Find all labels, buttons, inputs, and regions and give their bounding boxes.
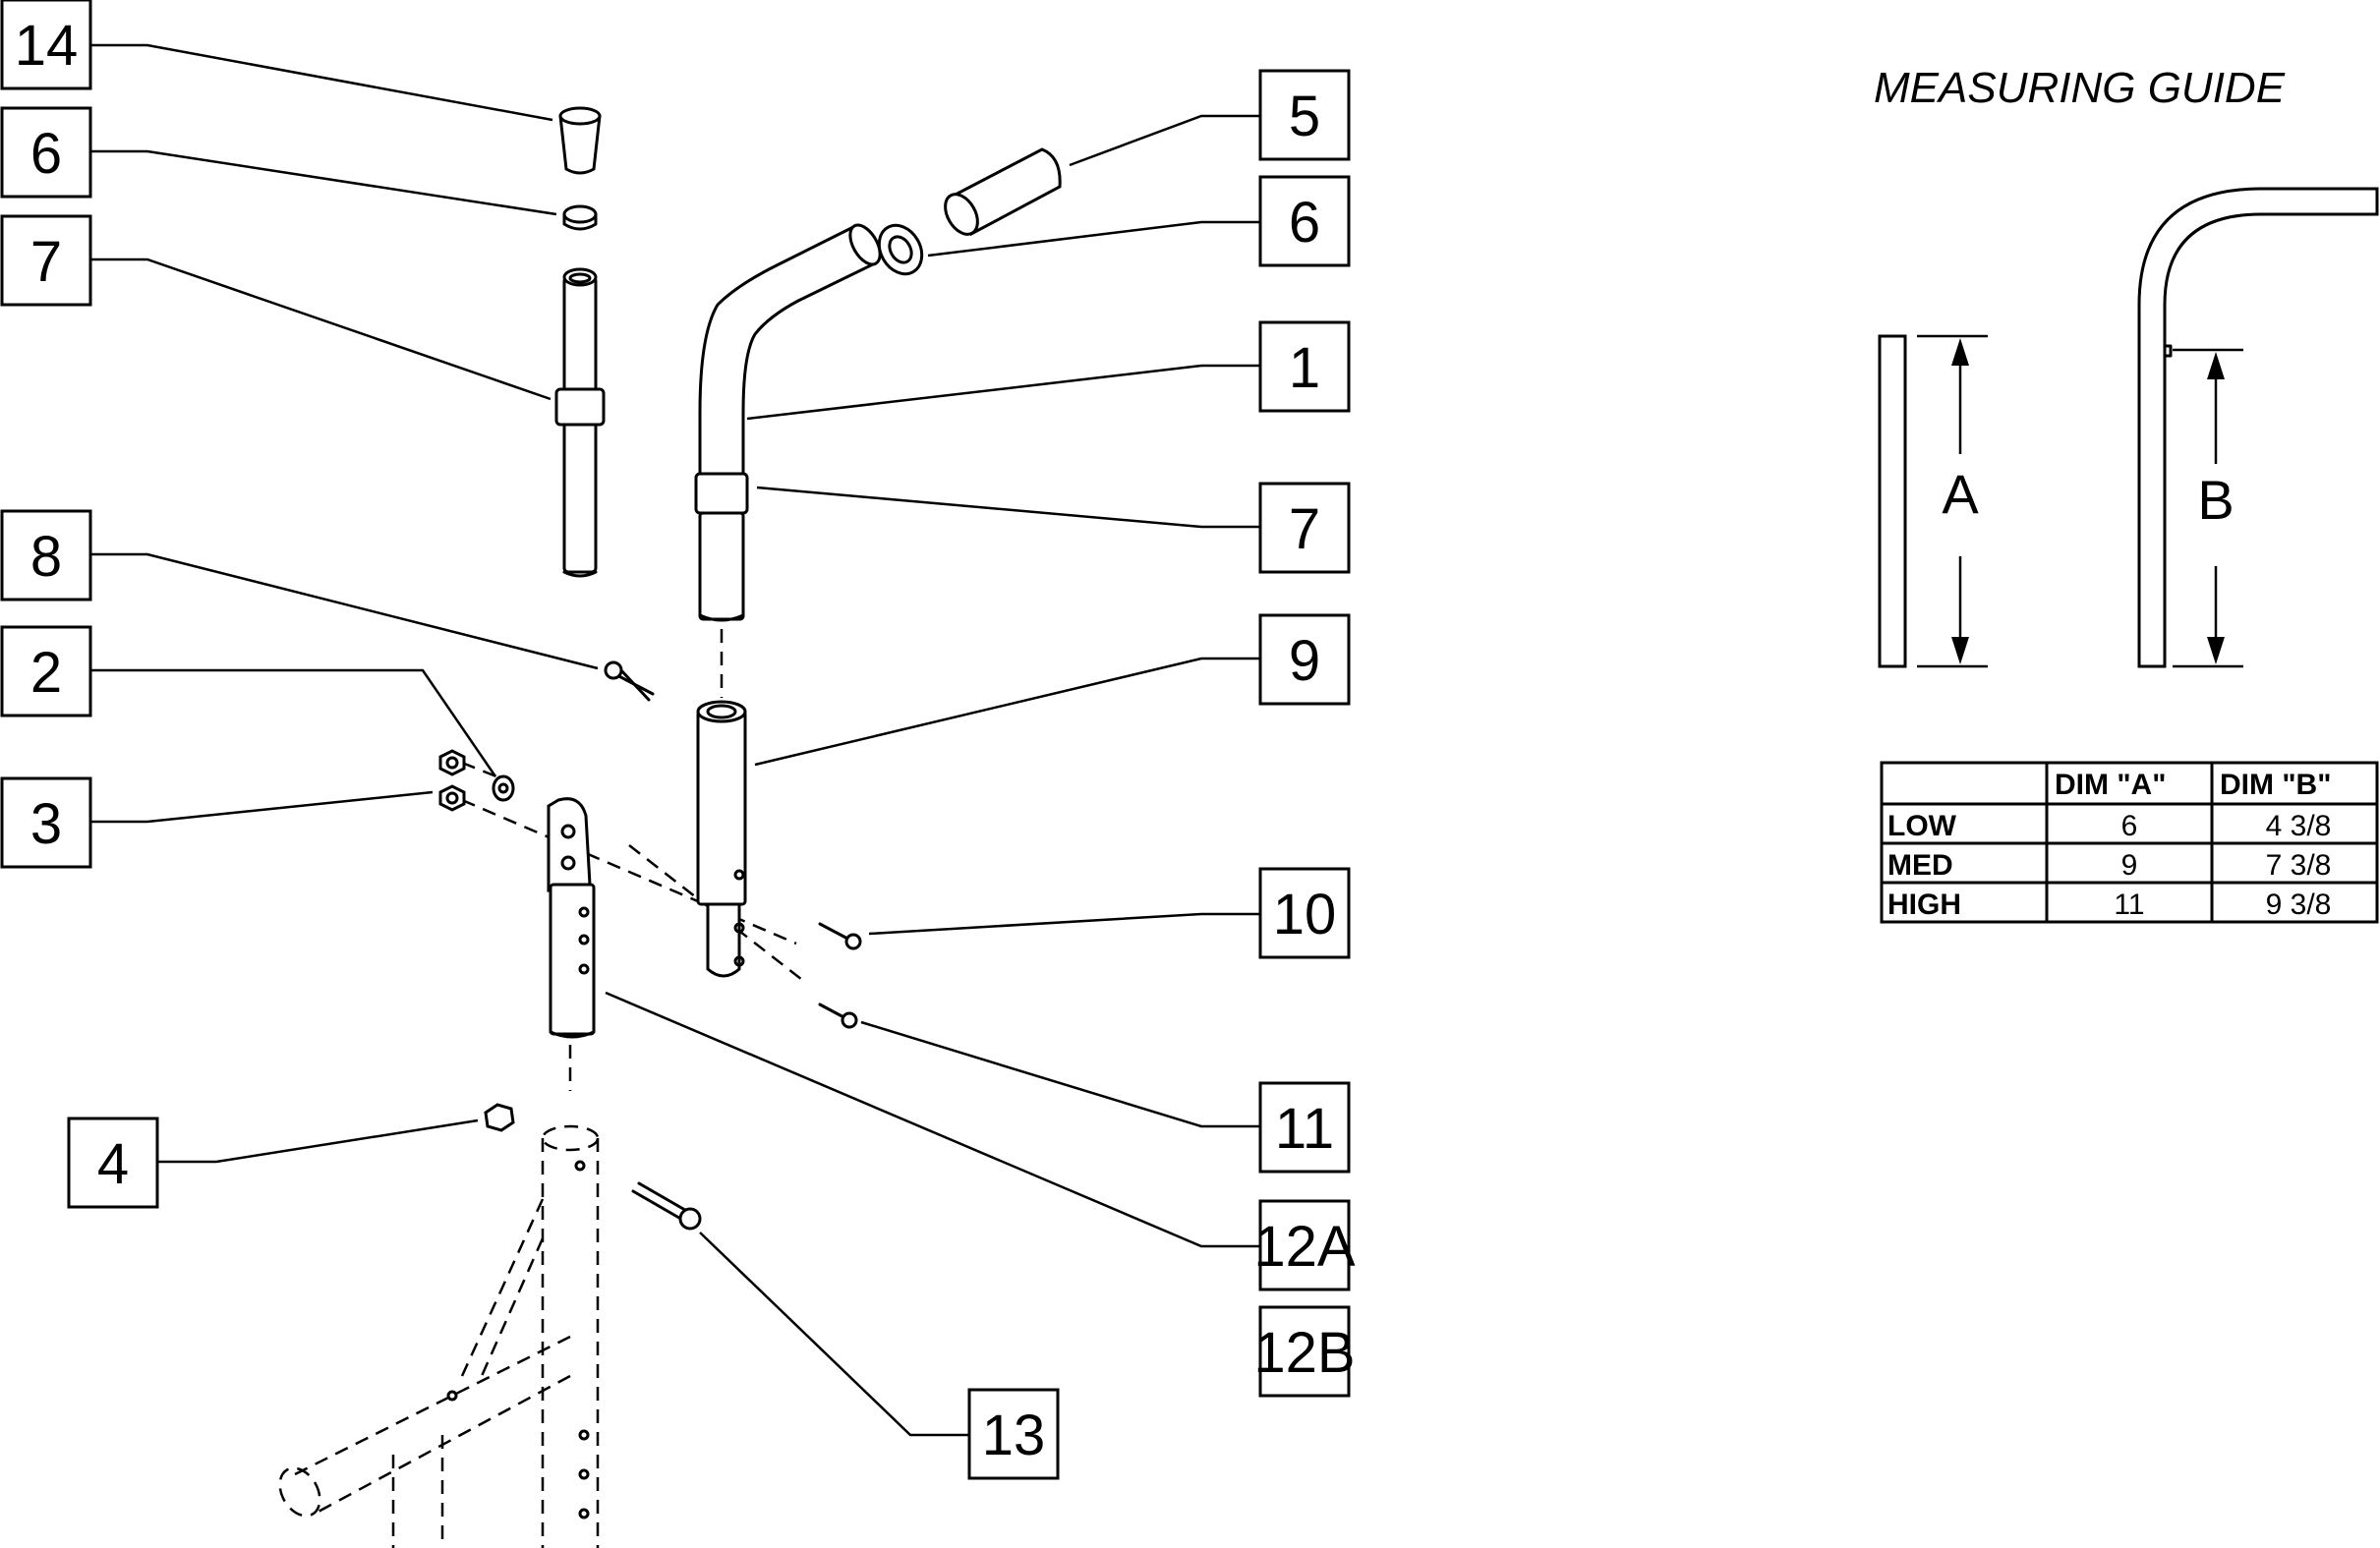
receiver-tube xyxy=(696,700,747,978)
table-header-dim-b: DIM "B" xyxy=(2220,769,2331,801)
svg-text:9 3/8: 9 3/8 xyxy=(2266,889,2332,921)
callout-7-left: 7 xyxy=(0,214,92,307)
svg-text:9: 9 xyxy=(2121,849,2138,882)
measuring-guide-title: MEASURING GUIDE xyxy=(1874,64,2286,112)
svg-text:LOW: LOW xyxy=(1887,810,1957,842)
callout-9: 9 xyxy=(1258,613,1351,706)
frame-dashed xyxy=(278,1124,600,1548)
callout-8: 8 xyxy=(0,509,92,602)
measuring-guide: MEASURING GUIDE A B DIM "A" DIM "B" xyxy=(1874,64,2379,924)
table-row: MED 9 7 3/8 xyxy=(1887,849,2331,882)
svg-text:6: 6 xyxy=(1289,191,1320,255)
left-tube-stack xyxy=(554,106,606,578)
svg-text:13: 13 xyxy=(982,1404,1046,1467)
svg-text:MED: MED xyxy=(1887,849,1953,882)
table-header-dim-a: DIM "A" xyxy=(2055,769,2166,801)
callout-3: 3 xyxy=(0,776,92,869)
leader-lines xyxy=(90,43,1260,1437)
svg-text:3: 3 xyxy=(30,792,62,856)
callout-5: 5 xyxy=(1258,69,1351,161)
callout-6-right: 6 xyxy=(1258,175,1351,267)
callout-6-left: 6 xyxy=(0,106,92,199)
callout-14: 14 xyxy=(0,0,92,90)
dim-a-label: A xyxy=(1942,463,1979,525)
svg-text:4: 4 xyxy=(97,1132,129,1196)
callout-10: 10 xyxy=(1258,867,1351,959)
svg-text:9: 9 xyxy=(1289,629,1320,693)
callout-13: 13 xyxy=(967,1388,1060,1480)
fasteners xyxy=(438,660,862,1231)
svg-text:6: 6 xyxy=(30,122,62,186)
svg-text:14: 14 xyxy=(15,14,79,78)
callout-7-right: 7 xyxy=(1258,482,1351,574)
svg-text:12B: 12B xyxy=(1253,1321,1355,1385)
svg-text:11: 11 xyxy=(2114,889,2144,921)
callout-12a: 12A xyxy=(1253,1199,1356,1291)
bent-tube xyxy=(2137,187,2379,668)
svg-text:7: 7 xyxy=(30,230,62,294)
svg-text:2: 2 xyxy=(30,641,62,705)
table-row: LOW 6 4 3/8 xyxy=(1887,810,2331,842)
callouts: 14 6 7 8 2 3 4 5 xyxy=(0,0,1356,1480)
svg-text:7 3/8: 7 3/8 xyxy=(2266,849,2332,882)
dimension-table: DIM "A" DIM "B" LOW 6 4 3/8 MED 9 7 3/8 … xyxy=(1880,761,2379,924)
clamp-tube xyxy=(547,797,596,1039)
svg-text:8: 8 xyxy=(30,525,62,589)
callout-12b: 12B xyxy=(1253,1305,1356,1398)
svg-text:5: 5 xyxy=(1289,85,1320,148)
svg-text:HIGH: HIGH xyxy=(1887,889,1961,921)
svg-text:12A: 12A xyxy=(1253,1215,1356,1279)
straight-tube xyxy=(1878,334,1907,668)
svg-text:7: 7 xyxy=(1289,497,1320,561)
dim-b-label: B xyxy=(2197,469,2234,531)
callout-1: 1 xyxy=(1258,320,1351,413)
svg-text:10: 10 xyxy=(1273,883,1337,946)
svg-text:1: 1 xyxy=(1289,336,1320,400)
table-row: HIGH 11 9 3/8 xyxy=(1887,889,2331,921)
svg-text:11: 11 xyxy=(1275,1097,1334,1161)
callout-2: 2 xyxy=(0,625,92,717)
svg-text:6: 6 xyxy=(2121,810,2138,842)
callout-11: 11 xyxy=(1258,1081,1351,1174)
bent-handle xyxy=(694,147,1062,622)
callout-4: 4 xyxy=(67,1117,159,1209)
svg-text:4 3/8: 4 3/8 xyxy=(2266,810,2332,842)
